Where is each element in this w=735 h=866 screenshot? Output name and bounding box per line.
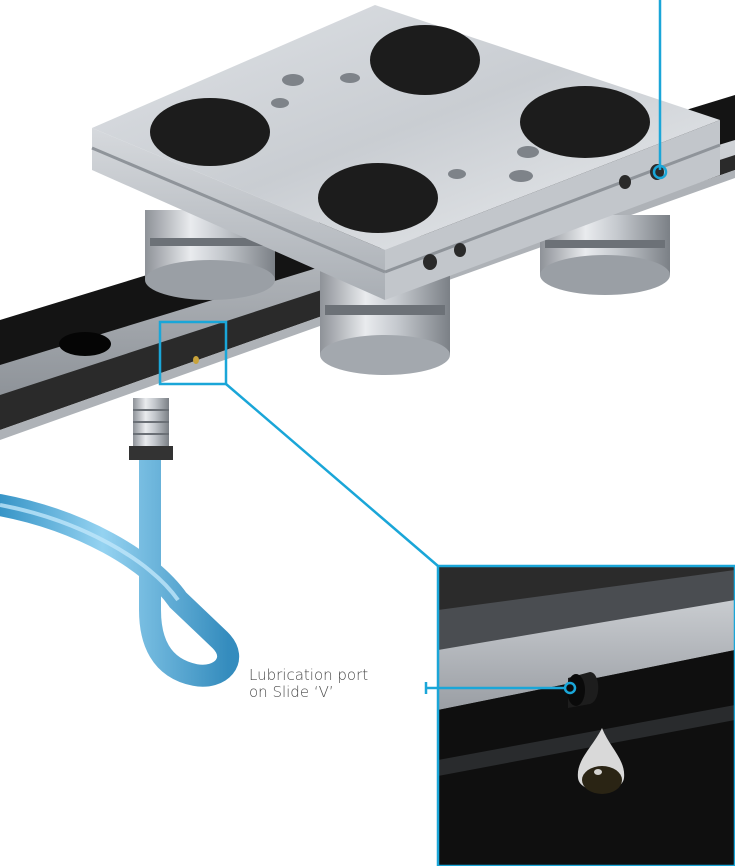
lubrication-hose: [0, 398, 240, 687]
plate-holes: [271, 73, 539, 182]
zoom-inset: [438, 566, 735, 866]
oil-drop: [577, 728, 625, 794]
pad-left: [150, 98, 270, 166]
plate-port-callout: [652, 0, 668, 180]
pad-right: [520, 86, 650, 158]
carriage-plate: [91, 5, 721, 300]
rail-mounting-hole: [59, 332, 111, 356]
zoom-inset-frame: [436, 564, 735, 866]
rail-port-highlight: [158, 320, 439, 567]
pad-front: [318, 163, 438, 233]
pad-top: [370, 25, 480, 95]
lubrication-port-label: Lubrication port on Slide ‘V’: [249, 666, 369, 701]
label-leader: [424, 681, 577, 695]
